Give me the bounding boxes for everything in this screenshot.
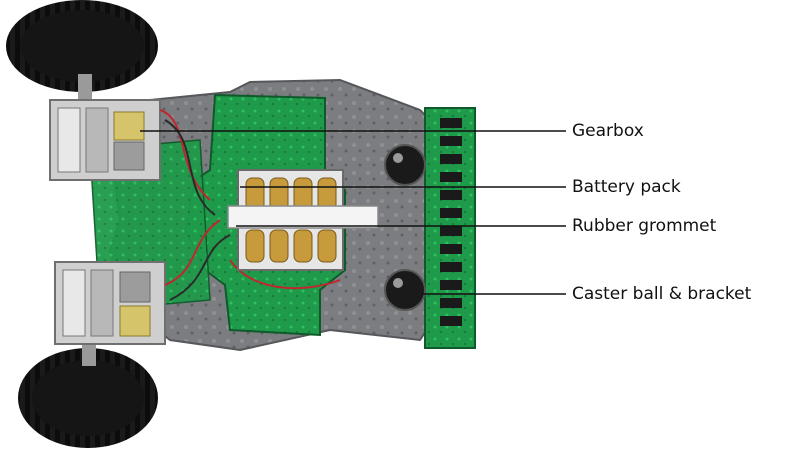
gearbox-top bbox=[49, 99, 161, 181]
label-gearbox: Gearbox bbox=[572, 121, 644, 141]
wires bbox=[159, 109, 341, 301]
caster-ball-bottom bbox=[384, 269, 426, 311]
rear-wheel-bottom bbox=[18, 348, 158, 448]
label-battery-pack: Battery pack bbox=[572, 177, 681, 197]
sensor-board bbox=[424, 107, 476, 349]
leader-lines bbox=[140, 130, 566, 295]
label-rubber-grommet: Rubber grommet bbox=[572, 216, 717, 236]
caster-ball-top bbox=[384, 144, 426, 186]
label-caster-ball-bracket: Caster ball & bracket bbox=[572, 284, 752, 304]
rear-wheel-top bbox=[6, 0, 158, 92]
rubber-grommet bbox=[227, 205, 379, 229]
gearbox-bottom bbox=[54, 261, 166, 345]
